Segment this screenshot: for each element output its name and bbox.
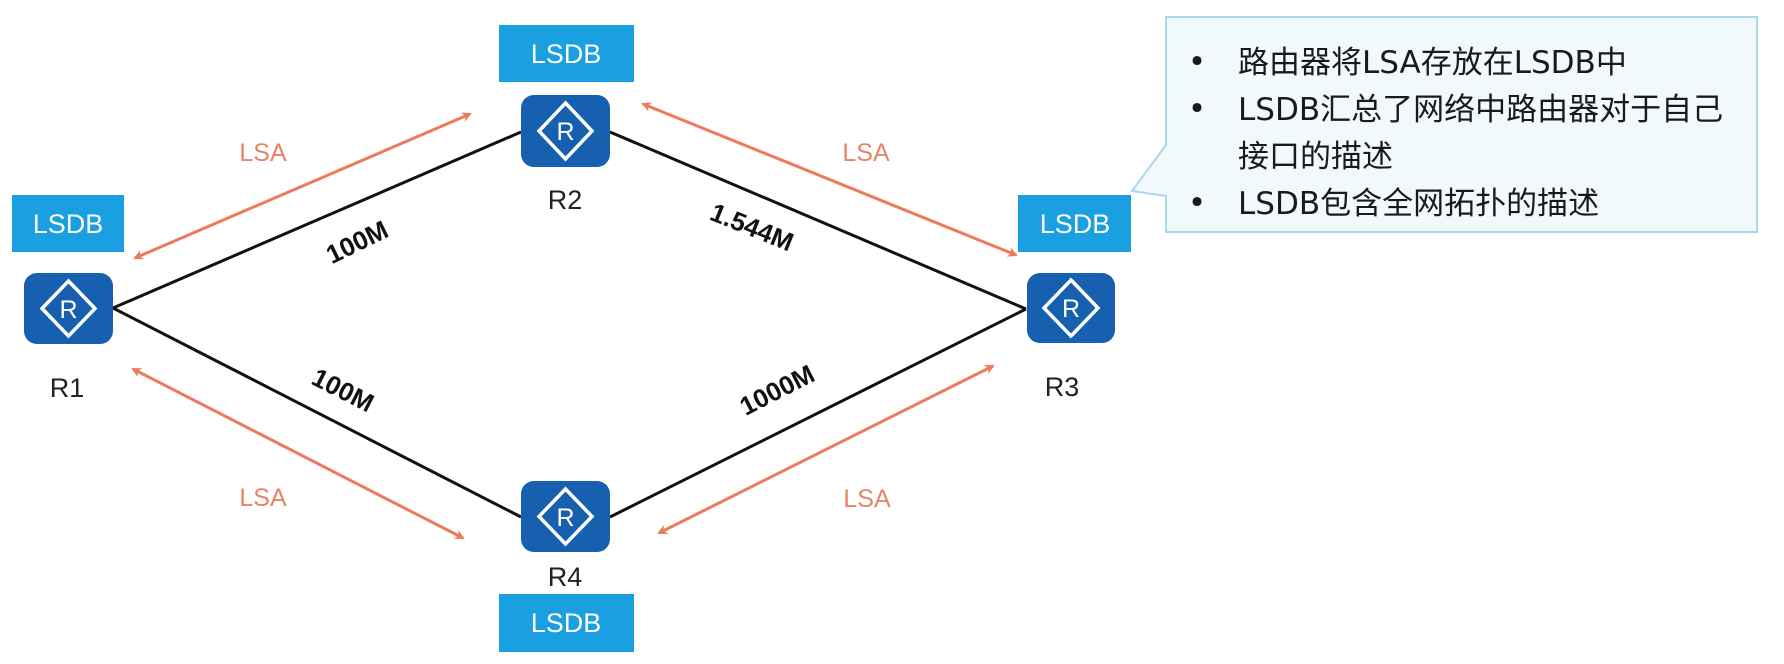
lsdb-box-r3 xyxy=(1018,195,1131,252)
callout-bullet-3-marker: • xyxy=(1188,185,1206,221)
callout-bullet-2-text-line2: 接口的描述 xyxy=(1238,139,1393,175)
bandwidth-label-r4-r3: 1000M xyxy=(735,359,819,422)
callout-bullet-3-text: LSDB包含全网拓扑的描述 xyxy=(1238,186,1599,222)
link-r2-r3 xyxy=(609,130,1027,311)
link-r1-r2 xyxy=(112,130,522,310)
lsdb-label-r1: LSDB xyxy=(33,209,104,239)
router-r1[interactable]: LSDB R R1 xyxy=(12,195,124,403)
lsa-labels: LSA LSA LSA LSA xyxy=(239,139,891,513)
router-icon: R xyxy=(1027,273,1115,343)
lsa-arrows xyxy=(131,102,1018,540)
lsdb-label-r4: LSDB xyxy=(531,608,602,638)
callout-bullet-2-marker: • xyxy=(1188,91,1206,127)
callout-bullet-1-marker: • xyxy=(1188,44,1206,80)
lsa-label-r4-r3: LSA xyxy=(843,485,891,513)
link-r4-r3 xyxy=(609,307,1027,519)
router-icon: R xyxy=(521,481,610,552)
lsa-arrow-r4-r3 xyxy=(657,364,995,535)
lsdb-box-r1 xyxy=(12,195,124,252)
router-label-r3: R3 xyxy=(1045,372,1080,402)
lsa-label-r1-r2: LSA xyxy=(239,139,287,167)
callout-bullet-1-text: 路由器将LSA存放在LSDB中 xyxy=(1238,45,1627,81)
router-label-r2: R2 xyxy=(548,185,583,215)
router-glyph-r4: R xyxy=(556,504,574,532)
router-glyph-r3: R xyxy=(1062,295,1080,323)
lsa-label-r2-r3: LSA xyxy=(842,139,890,167)
lsa-label-r1-r4: LSA xyxy=(239,484,287,512)
lsdb-callout: • 路由器将LSA存放在LSDB中 • LSDB汇总了网络中路由器对于自己 接口… xyxy=(1130,16,1758,233)
lsdb-box-r2 xyxy=(499,25,634,82)
router-r4[interactable]: R R4 LSDB xyxy=(499,481,634,652)
link-r1-r4 xyxy=(112,306,522,519)
callout-box xyxy=(1130,16,1758,233)
router-r3[interactable]: LSDB R R3 xyxy=(1018,195,1131,402)
lsdb-box-r4 xyxy=(499,594,634,652)
router-r2[interactable]: LSDB R R2 xyxy=(499,25,634,215)
lsdb-label-r2: LSDB xyxy=(531,39,602,69)
router-glyph-r1: R xyxy=(59,296,77,324)
lsdb-label-r3: LSDB xyxy=(1040,209,1111,239)
bandwidth-label-r1-r4: 100M xyxy=(307,362,379,418)
bandwidth-labels: 100M 1.544M 100M 1000M xyxy=(307,197,819,422)
router-label-r1: R1 xyxy=(50,373,85,403)
router-label-r4: R4 xyxy=(548,562,583,592)
lsa-arrow-r2-r3 xyxy=(641,102,1018,257)
bandwidth-label-r1-r2: 100M xyxy=(321,214,393,269)
router-icon: R xyxy=(24,273,113,344)
lsa-arrow-r1-r4 xyxy=(131,367,465,540)
callout-bullet-2-text-line1: LSDB汇总了网络中路由器对于自己 xyxy=(1238,92,1723,128)
router-icon: R xyxy=(521,95,610,167)
lsa-arrow-r1-r2 xyxy=(133,112,472,260)
router-glyph-r2: R xyxy=(556,118,574,146)
